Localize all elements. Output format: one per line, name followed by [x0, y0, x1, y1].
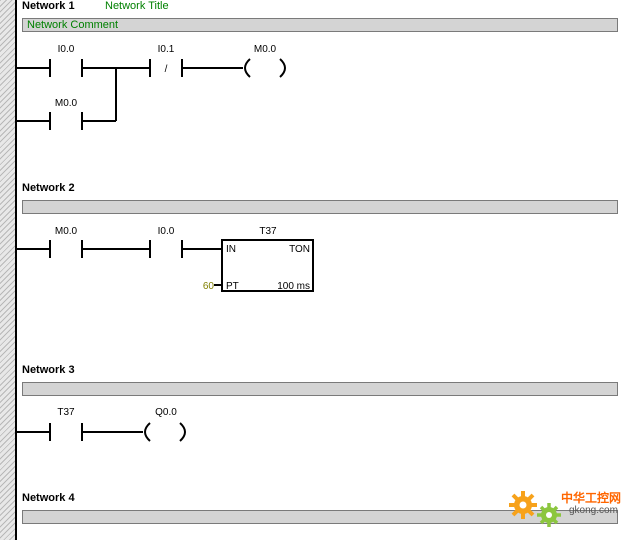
contact-label[interactable]: M0.0	[55, 226, 78, 237]
coil-left-arc	[244, 58, 251, 78]
coil-left-arc	[144, 422, 151, 442]
power-rail	[15, 0, 17, 540]
timer-type-label: TON	[289, 244, 310, 255]
network-1-title[interactable]: Network 1	[22, 0, 75, 12]
timer-in-label: IN	[226, 244, 236, 255]
watermark-url: gkong.com	[569, 505, 618, 516]
editor-margin	[0, 0, 15, 540]
coil-right-arc	[279, 58, 286, 78]
coil-label[interactable]: M0.0	[254, 44, 277, 55]
network-3-title[interactable]: Network 3	[22, 364, 75, 376]
contact-label[interactable]: M0.0	[55, 98, 78, 109]
nc-slash: /	[165, 64, 168, 75]
timer-label[interactable]: T37	[259, 226, 277, 237]
network-2-title[interactable]: Network 2	[22, 182, 75, 194]
watermark-logo: 中华工控网 gkong.com	[505, 485, 640, 533]
contact-label[interactable]: T37	[57, 407, 75, 418]
network-1-comment[interactable]: Network Comment	[22, 18, 618, 32]
network-4-comment[interactable]	[22, 510, 618, 524]
coil-label[interactable]: Q0.0	[155, 407, 177, 418]
network-1-subtitle[interactable]: Network Title	[105, 0, 169, 12]
timer-resolution: 100 ms	[277, 281, 310, 292]
timer-pt-label: PT	[226, 281, 239, 292]
gear-icon	[509, 491, 561, 527]
network-2-comment[interactable]	[22, 200, 618, 214]
network-3-comment[interactable]	[22, 382, 618, 396]
coil-right-arc	[179, 422, 186, 442]
contact-label[interactable]: I0.0	[158, 226, 175, 237]
network-4-title[interactable]: Network 4	[22, 492, 75, 504]
timer-box[interactable]	[221, 239, 314, 292]
watermark-site-name: 中华工控网	[561, 491, 622, 505]
contact-label[interactable]: I0.1	[158, 44, 175, 55]
timer-preset-value[interactable]: 60	[203, 281, 215, 292]
contact-label[interactable]: I0.0	[58, 44, 75, 55]
